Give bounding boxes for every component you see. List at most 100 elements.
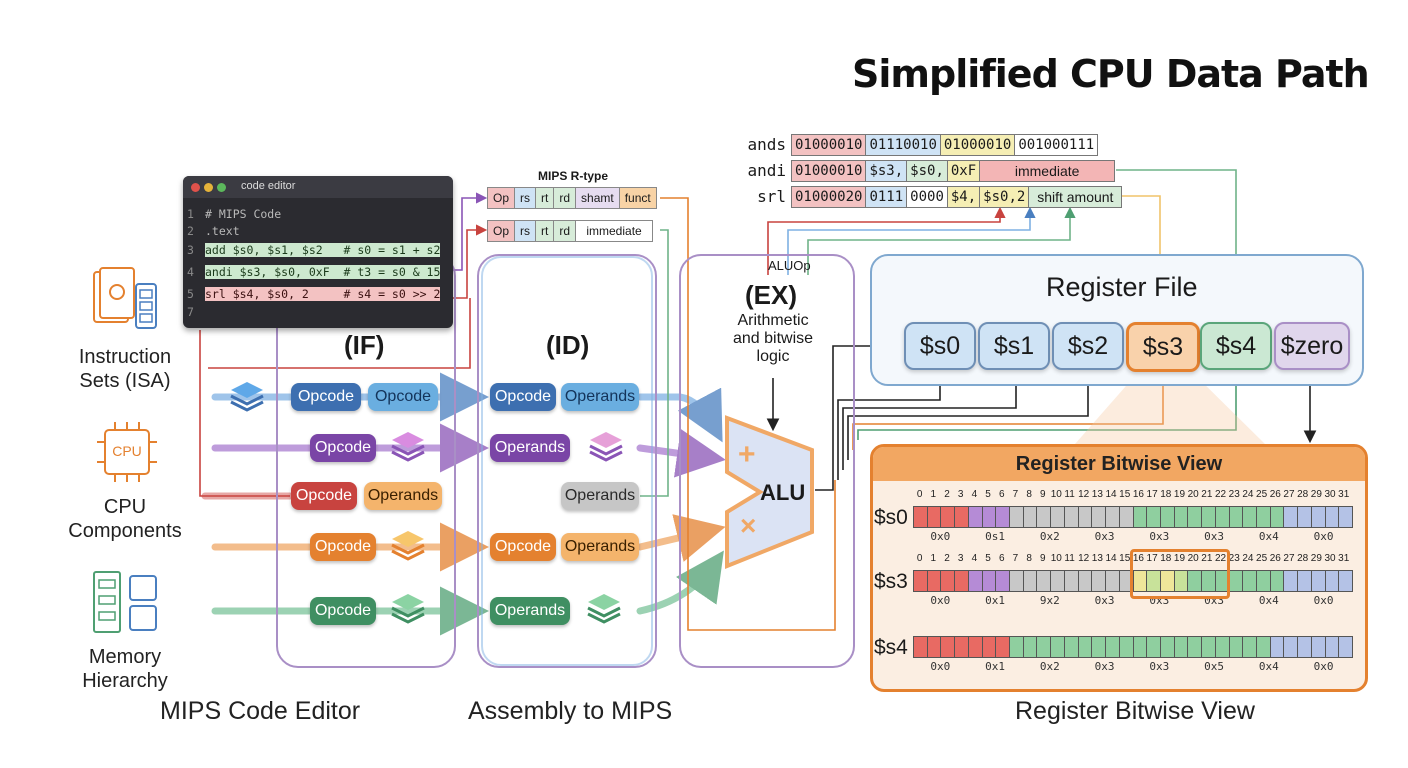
bit-row-s0 (913, 506, 1353, 528)
instr-field: 01110010 (866, 134, 941, 156)
hex-value: 0x3 (1094, 594, 1115, 607)
bit-cell (1160, 507, 1175, 527)
stage-ex-box (679, 254, 855, 668)
register-s3[interactable]: $s3 (1126, 322, 1200, 372)
bit-cell (1202, 571, 1216, 591)
bit-cell (996, 637, 1011, 657)
instr-field: 0111 (866, 186, 908, 208)
bit-cell (1188, 571, 1203, 591)
ex-desc-line: logic (756, 348, 790, 365)
hex-value: 0x3 (1094, 530, 1115, 543)
bit-cell (1202, 507, 1216, 527)
bit-number: 25 (1256, 489, 1268, 500)
if-opcode-pill: Opcode (368, 383, 438, 411)
register-s4[interactable]: $s4 (1200, 322, 1272, 370)
line-number: 5 (187, 287, 194, 301)
hex-value: 0x0 (930, 660, 951, 673)
bit-cell (1325, 637, 1340, 657)
instr-field: 01000020 (791, 186, 867, 208)
bit-cell (1311, 507, 1326, 527)
bit-number: 24 (1242, 489, 1254, 500)
bit-cell (1298, 571, 1312, 591)
bit-number: 29 (1310, 553, 1322, 564)
bit-number: 17 (1146, 553, 1158, 564)
if-opcode-pill: Opcode (310, 533, 376, 561)
bit-number: 10 (1050, 489, 1062, 500)
stage-ex-title: (EX) (745, 280, 797, 310)
bit-cell (1270, 571, 1285, 591)
layers-orange-icon (390, 527, 426, 563)
bit-cell (982, 507, 997, 527)
book-gear-icon (92, 266, 160, 330)
bit-number: 17 (1146, 489, 1158, 500)
bit-number: 15 (1119, 489, 1131, 500)
sidebar-item-label: Hierarchy (82, 670, 168, 692)
code-line[interactable]: 7 (187, 302, 205, 322)
minimize-icon[interactable] (204, 183, 213, 192)
stage-id-inner (481, 256, 653, 666)
bit-number: 20 (1187, 553, 1199, 564)
id-operands-pill: Operands (490, 597, 570, 625)
bit-cell (1243, 507, 1257, 527)
bit-cell (1256, 571, 1271, 591)
maximize-icon[interactable] (217, 183, 226, 192)
memory-icon (92, 570, 162, 636)
bit-number: 10 (1050, 553, 1062, 564)
bit-number: 27 (1283, 553, 1295, 564)
page-title: Simplified CPU Data Path (852, 52, 1370, 96)
bit-cell (1133, 637, 1148, 657)
code-line[interactable]: 2.text (187, 221, 240, 241)
bit-number: 6 (998, 489, 1005, 500)
bit-cell (1243, 571, 1257, 591)
line-number: 4 (187, 265, 194, 279)
close-icon[interactable] (191, 183, 200, 192)
stage-id-box (477, 254, 657, 668)
instr-field: 01000010 (940, 134, 1016, 156)
instr-field: 01000010 (791, 160, 867, 182)
instr-mnemonic: ands (747, 135, 786, 154)
format-field: Op (488, 188, 516, 208)
register-zero[interactable]: $zero (1274, 322, 1350, 370)
bit-cell (1078, 507, 1093, 527)
code-line[interactable]: 1# MIPS Code (187, 204, 281, 224)
bit-cell (1188, 637, 1203, 657)
layers-blue-icon (229, 378, 265, 414)
bit-cell (941, 507, 956, 527)
bit-cell (1229, 571, 1244, 591)
bit-cell (1037, 637, 1052, 657)
bit-cell (1311, 637, 1326, 657)
format-field: rd (554, 221, 577, 241)
register-s0[interactable]: $s0 (904, 322, 976, 370)
bit-number: 14 (1105, 553, 1117, 564)
bit-cell (982, 571, 997, 591)
cpu-chip-text: CPU (112, 443, 142, 459)
bit-cell (941, 571, 956, 591)
bit-cell (1147, 571, 1161, 591)
instr-field: shift amount (1029, 186, 1123, 208)
bit-cell (968, 507, 983, 527)
register-s2[interactable]: $s2 (1052, 322, 1124, 370)
bit-number: 3 (957, 489, 964, 500)
hex-value: 0x4 (1258, 660, 1279, 673)
bit-cell (1106, 637, 1120, 657)
bit-cell (968, 571, 983, 591)
bit-number: 15 (1119, 553, 1131, 564)
bit-number: 9 (1040, 489, 1046, 500)
format-field: shamt (576, 188, 620, 208)
bitwise-view-title: Register Bitwise View (873, 447, 1365, 481)
bit-cell (1174, 571, 1189, 591)
bit-number: 0 (916, 489, 923, 500)
bit-cell (941, 637, 956, 657)
register-s1[interactable]: $s1 (978, 322, 1050, 370)
bit-cell (955, 571, 969, 591)
if-opcode-pill: Opcode (310, 597, 376, 625)
instr-encoding-srl: 01000020 0111 0000 $4, $s0,2 shift amoun… (791, 186, 1123, 208)
instr-field: $s0, (907, 160, 948, 182)
id-operands-pill: Operands (561, 533, 639, 561)
caption-assembly: Assembly to MIPS (468, 697, 673, 725)
bit-cell (1133, 571, 1148, 591)
bit-cell (1078, 571, 1093, 591)
